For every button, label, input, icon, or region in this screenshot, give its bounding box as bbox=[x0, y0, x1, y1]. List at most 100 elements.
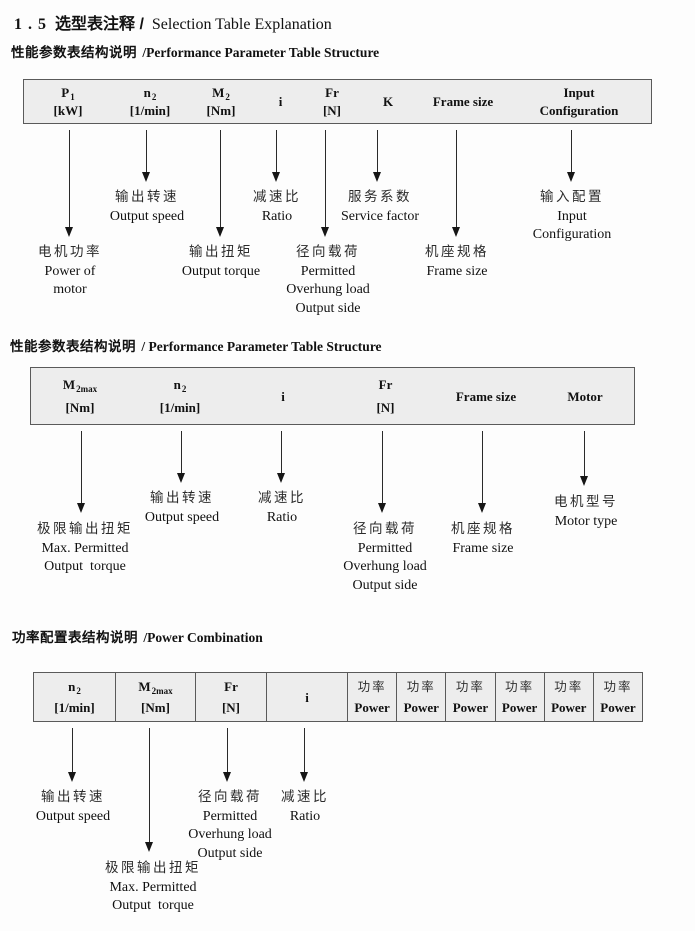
down-arrow-n2 bbox=[142, 130, 151, 182]
header-power-en: Power bbox=[600, 699, 636, 715]
section3-heading-cn: 功率配置表结构说明 bbox=[12, 630, 138, 645]
arrow-shaft bbox=[584, 431, 585, 478]
arrow-head bbox=[223, 772, 231, 782]
col-header-m2: M2 [Nm] bbox=[188, 80, 254, 123]
col-header-i: i bbox=[254, 80, 307, 123]
callout-en: Overhung load bbox=[188, 827, 272, 843]
callout-en: Power of bbox=[44, 263, 96, 279]
symbol-subscript: 2max bbox=[76, 384, 98, 394]
callout-output-speed: 输出转速 Output speed bbox=[36, 789, 110, 826]
header-unit: [Nm] bbox=[206, 103, 236, 119]
header-unit: [1/min] bbox=[159, 400, 201, 415]
header-symbol: Fr bbox=[224, 679, 238, 695]
callout-cn: 输出转速 bbox=[114, 189, 179, 204]
col-header-fr: Fr [N] bbox=[335, 368, 436, 424]
arrow-shaft bbox=[382, 431, 383, 505]
symbol-subscript: 2 bbox=[225, 91, 230, 102]
col-header-fr: Fr [N] bbox=[307, 80, 357, 123]
arrow-head bbox=[65, 227, 73, 237]
symbol-subscript: 2max bbox=[151, 686, 173, 697]
callout-en: Output speed bbox=[109, 208, 185, 224]
col-header-input-configuration: Input Configuration bbox=[507, 80, 651, 123]
callout-en: Ratio bbox=[289, 808, 321, 824]
section1-heading-cn: 性能参数表结构说明 bbox=[11, 45, 137, 60]
header-power-cn: 功率 bbox=[603, 679, 633, 694]
down-arrow-k bbox=[373, 130, 382, 182]
callout-max-output-torque: 极限输出扭矩 Max. Permitted Output torque bbox=[105, 860, 201, 916]
down-arrow-input-config bbox=[567, 130, 576, 182]
header-symbol: Frame size bbox=[432, 94, 494, 109]
callout-en: Permitted bbox=[300, 263, 356, 279]
callout-cn: 减速比 bbox=[258, 490, 306, 505]
header-power-cn: 功率 bbox=[406, 679, 436, 694]
col-header-frame-size: Frame size bbox=[436, 368, 536, 424]
callout-en: Permitted bbox=[357, 540, 413, 556]
header-symbol: Frame size bbox=[455, 388, 517, 404]
col-header-m2max: M2max [Nm] bbox=[115, 673, 195, 721]
callout-en: Configuration bbox=[532, 227, 612, 243]
col-header-n2: n2 [1/min] bbox=[34, 673, 115, 721]
header-symbol: K bbox=[382, 94, 394, 109]
col-header-motor: Motor bbox=[536, 368, 634, 424]
down-arrow-motor bbox=[580, 431, 589, 486]
down-arrow-n2 bbox=[68, 728, 77, 782]
arrow-head bbox=[321, 227, 329, 237]
callout-cn: 减速比 bbox=[281, 789, 329, 804]
arrow-shaft bbox=[377, 130, 378, 174]
symbol-text: M bbox=[212, 84, 225, 100]
symbol-text: M bbox=[62, 377, 76, 392]
col-header-n2: n2 [1/min] bbox=[112, 80, 188, 123]
header-symbol: Fr bbox=[378, 377, 393, 392]
header-power-en: Power bbox=[551, 699, 587, 715]
header-line2: Configuration bbox=[539, 103, 619, 119]
header-power-cn: 功率 bbox=[357, 679, 387, 694]
header-symbol: i bbox=[305, 689, 309, 705]
callout-cn: 径向载荷 bbox=[198, 789, 262, 804]
arrow-head bbox=[452, 227, 460, 237]
symbol-text: n bbox=[143, 84, 151, 100]
col-header-m2max: M2max [Nm] bbox=[31, 368, 129, 424]
arrow-head bbox=[373, 172, 381, 182]
callout-en: Service factor bbox=[340, 208, 420, 224]
arrow-shaft bbox=[220, 130, 221, 229]
callout-cn: 极限输出扭矩 bbox=[37, 521, 133, 536]
callout-en: Max. Permitted bbox=[41, 540, 129, 556]
section1-heading: 性能参数表结构说明 /Performance Parameter Table S… bbox=[11, 41, 379, 61]
symbol-subscript: 2 bbox=[76, 686, 81, 697]
header-line1: Input bbox=[563, 84, 595, 100]
callout-en: Output side bbox=[295, 301, 361, 317]
header-symbol: M2max bbox=[138, 680, 173, 697]
header-unit: [Nm] bbox=[141, 699, 170, 715]
arrow-shaft bbox=[456, 130, 457, 229]
header-power-cn: 功率 bbox=[455, 679, 485, 694]
callout-en: motor bbox=[53, 282, 87, 298]
callout-frame-size: 机座规格 Frame size bbox=[425, 244, 489, 281]
callout-en: Ratio bbox=[261, 208, 293, 224]
performance-table-1-header: P1 [kW] n2 [1/min] M2 [Nm] i Fr [N] K Fr… bbox=[23, 79, 652, 124]
symbol-text: n bbox=[68, 679, 76, 695]
callout-service-factor: 服务系数 Service factor bbox=[341, 189, 419, 226]
arrow-head bbox=[478, 503, 486, 513]
section2-heading-en: / Performance Parameter Table Structure bbox=[141, 339, 382, 354]
page-title-cn: 选型表注释 / bbox=[55, 16, 144, 33]
col-header-power-1: 功率 Power bbox=[347, 673, 396, 721]
section-number: 1 . 5 bbox=[14, 16, 47, 33]
header-symbol: Motor bbox=[567, 388, 603, 404]
callout-cn: 极限输出扭矩 bbox=[105, 860, 201, 875]
down-arrow-frame-size bbox=[478, 431, 487, 513]
arrow-head bbox=[216, 227, 224, 237]
callout-cn: 减速比 bbox=[253, 189, 301, 204]
down-arrow-i bbox=[272, 130, 281, 182]
callout-output-torque: 输出扭矩 Output torque bbox=[182, 244, 260, 281]
arrow-shaft bbox=[304, 728, 305, 774]
down-arrow-fr bbox=[321, 130, 330, 237]
callout-en: Output torque bbox=[112, 898, 194, 914]
arrow-head bbox=[177, 473, 185, 483]
down-arrow-fr bbox=[223, 728, 232, 782]
header-symbol: n2 bbox=[174, 378, 187, 394]
arrow-head bbox=[378, 503, 386, 513]
header-symbol: Fr bbox=[325, 84, 339, 100]
arrow-head bbox=[580, 476, 588, 486]
header-symbol: n2 bbox=[143, 84, 157, 102]
